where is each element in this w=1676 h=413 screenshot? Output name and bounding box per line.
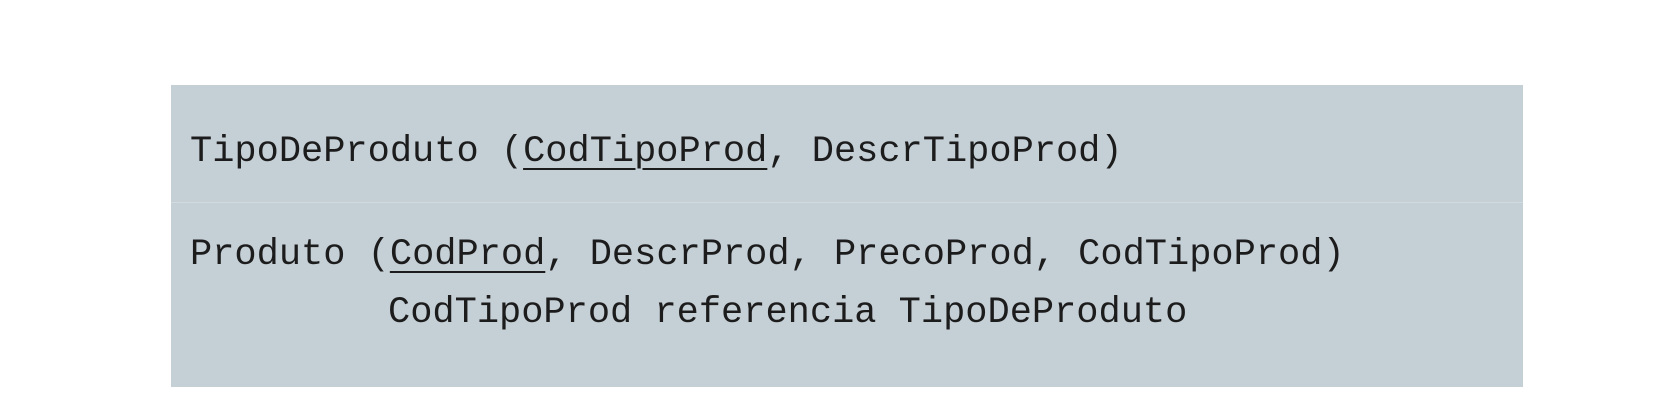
relation-name: Produto xyxy=(190,234,346,276)
open-paren: ( xyxy=(345,234,390,276)
relational-schema-panel: TipoDeProduto (CodTipoProd, DescrTipoPro… xyxy=(171,85,1523,387)
close-paren: ) xyxy=(1100,131,1123,173)
primary-key-attribute: CodTipoProd xyxy=(523,131,768,173)
relation-row-produto: Produto (CodProd, DescrProd, PrecoProd, … xyxy=(171,203,1523,387)
close-paren: ) xyxy=(1322,234,1345,276)
primary-key-attribute: CodProd xyxy=(389,234,546,276)
relation-row-tipodeproduto: TipoDeProduto (CodTipoProd, DescrTipoPro… xyxy=(171,85,1523,202)
relation-definition: Produto (CodProd, DescrProd, PrecoProd, … xyxy=(190,233,1345,277)
foreign-key-note: CodTipoProd referencia TipoDeProduto xyxy=(388,292,1188,334)
attribute-list: , DescrTipoProd xyxy=(767,131,1101,173)
relation-name: TipoDeProduto xyxy=(190,131,479,173)
attribute-list: , DescrProd, PrecoProd, CodTipoProd xyxy=(545,234,1323,276)
open-paren: ( xyxy=(478,131,524,173)
relation-definition: TipoDeProduto (CodTipoProd, DescrTipoPro… xyxy=(190,130,1123,174)
row-divider xyxy=(171,202,1523,203)
